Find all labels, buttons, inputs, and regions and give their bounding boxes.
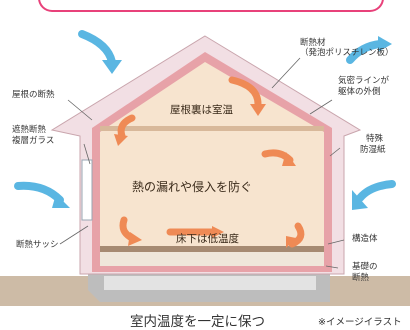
cold-arrow-top-left (78, 30, 116, 66)
cold-arrow-top-right (346, 40, 384, 64)
label-moisture-paper-line1: 特殊 (366, 134, 384, 144)
label-double-glass-line2: 複層ガラス (12, 136, 55, 146)
label-double-glass-line1: 遮熱断熱 (12, 125, 47, 135)
foundation-slab (104, 276, 316, 290)
label-foundation-insulation-line1: 基礎の (352, 262, 378, 272)
label-underfloor-low-temperature: 床下は低温度 (176, 233, 239, 245)
warm-arrow-right-low (288, 222, 305, 248)
window (81, 159, 93, 221)
cold-arrow-heads (52, 36, 392, 210)
label-foundation-insulation-line2: 断熱 (352, 273, 370, 283)
note-image-illustration: ※イメージイラスト (318, 317, 402, 328)
cold-arrow-right (356, 180, 396, 202)
cold-arrow-left (14, 181, 64, 204)
warm-arrow-heads (114, 104, 296, 248)
label-insulated-sash: 断熱サッシ (16, 240, 59, 250)
caption-keep-temperature-constant: 室内温度を一定に保つ (130, 314, 265, 330)
label-prevent-heat-transfer: 熱の漏れや侵入を防ぐ (132, 180, 253, 194)
ceiling (100, 126, 324, 131)
warm-arrow-attic-left (117, 114, 136, 140)
label-moisture-paper-line2: 防湿紙 (360, 145, 386, 155)
label-airtight-line2: 躯体の外側 (338, 87, 381, 97)
label-attic-room-temperature: 屋根裏は室温 (170, 104, 233, 116)
floor (100, 246, 324, 252)
label-insulation-material-line2: （発泡ポリスチレン板） (300, 48, 394, 58)
label-airtight-line1: 気密ラインが (338, 76, 390, 86)
interior-space (100, 62, 324, 266)
label-roof-insulation: 屋根の断熱 (12, 90, 55, 100)
label-structure: 構造体 (352, 234, 378, 244)
warm-arrow-attic-right (228, 76, 262, 108)
leader-lines (59, 57, 345, 269)
label-insulation-material-line1: 断熱材 (300, 38, 326, 48)
crawl-space (100, 252, 324, 266)
